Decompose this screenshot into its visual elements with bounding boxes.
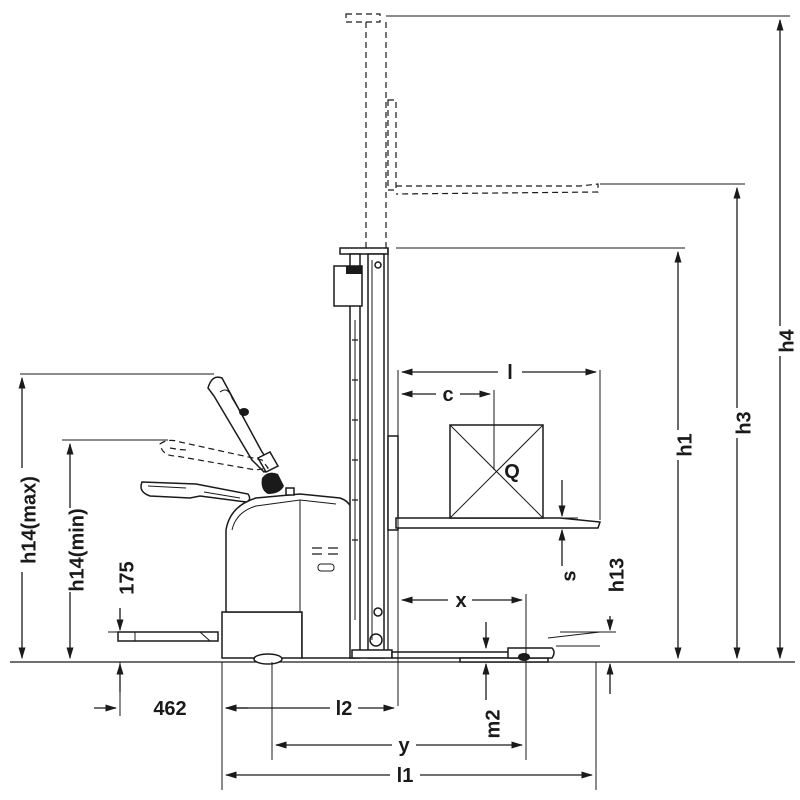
label-h13: h13 [606,558,628,592]
label-l2: l2 [336,698,353,720]
dimension-labels: h4 h3 h1 h13 h14(max) h14(min) 175 s m2 … [18,328,798,787]
label-l: l [507,362,513,384]
label-m2: m2 [482,710,504,739]
label-gaps [12,326,790,785]
mast [333,247,393,659]
label-h3: h3 [733,411,755,434]
raised-outline [345,13,599,248]
truck-body [117,376,355,665]
label-h14-max: h14(max) [18,476,40,564]
label-c: c [442,384,453,406]
forks-lowered [387,424,602,531]
label-h14-min: h14(min) [66,508,88,591]
tiller-min-outline [159,439,270,471]
label-h4: h4 [776,328,798,352]
operator-handle [140,481,251,503]
label-462: 462 [153,698,186,720]
label-h1: h1 [674,433,696,456]
label-x: x [455,590,466,612]
support-legs [391,631,601,663]
label-s: s [558,570,580,581]
label-Q: Q [504,461,520,483]
label-175: 175 [116,561,138,594]
label-l1: l1 [397,765,414,787]
extension-lines [20,15,790,790]
label-y: y [398,735,410,757]
